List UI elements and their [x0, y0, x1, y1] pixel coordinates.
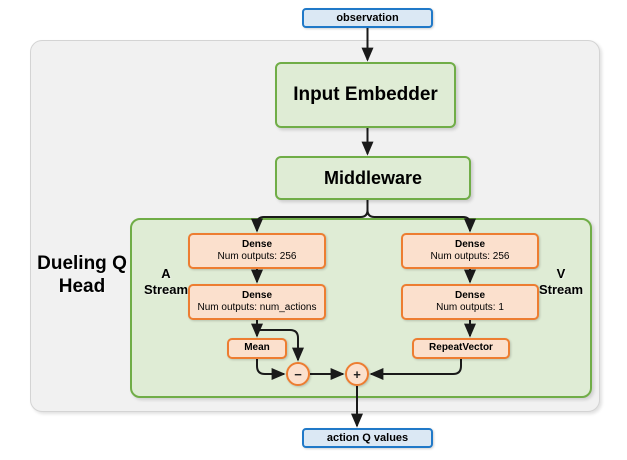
- node-observation[interactable]: observation: [302, 8, 433, 28]
- node-action-q-values-label: action Q values: [326, 432, 409, 444]
- subtract-operator-symbol: −: [294, 366, 302, 382]
- node-input-embedder-label: Input Embedder: [293, 84, 438, 105]
- node-a-stream-dense-2-title: Dense: [241, 289, 272, 301]
- node-mean-label: Mean: [244, 342, 270, 354]
- dueling-q-head-label-line1: Dueling Q: [37, 253, 127, 274]
- node-a-stream-dense-1-sub: Num outputs: 256: [217, 251, 297, 262]
- node-repeat-vector-label: RepeatVector: [429, 342, 493, 354]
- node-repeat-vector[interactable]: RepeatVector: [412, 338, 510, 359]
- node-a-stream-dense-2-sub: Num outputs: num_actions: [197, 302, 317, 313]
- node-v-stream-dense-2-title: Dense: [454, 289, 485, 301]
- add-operator-icon[interactable]: +: [345, 362, 369, 386]
- node-a-stream-dense-1-title: Dense: [241, 238, 272, 250]
- v-stream-label: V Stream: [532, 266, 590, 298]
- node-v-stream-dense-1-title: Dense: [454, 238, 485, 250]
- node-middleware[interactable]: Middleware: [275, 156, 471, 200]
- node-v-stream-dense-1-sub: Num outputs: 256: [430, 251, 510, 262]
- node-a-stream-dense-2[interactable]: Dense Num outputs: num_actions: [188, 284, 326, 320]
- a-stream-label: A Stream: [141, 266, 191, 298]
- add-operator-symbol: +: [353, 366, 361, 382]
- node-middleware-label: Middleware: [323, 167, 423, 188]
- v-stream-label-line2: Stream: [538, 281, 584, 297]
- node-v-stream-dense-2[interactable]: Dense Num outputs: 1: [401, 284, 539, 320]
- node-v-stream-dense-1[interactable]: Dense Num outputs: 256: [401, 233, 539, 269]
- node-a-stream-dense-1[interactable]: Dense Num outputs: 256: [188, 233, 326, 269]
- node-input-embedder[interactable]: Input Embedder: [275, 62, 456, 128]
- node-observation-label: observation: [336, 12, 399, 24]
- node-mean[interactable]: Mean: [227, 338, 287, 359]
- a-stream-label-line1: A: [161, 266, 171, 281]
- node-v-stream-dense-2-sub: Num outputs: 1: [436, 302, 504, 313]
- a-stream-label-line2: Stream: [143, 281, 189, 297]
- v-stream-label-line1: V: [556, 266, 566, 281]
- dueling-q-head-label-line2: Head: [58, 276, 106, 298]
- subtract-operator-icon[interactable]: −: [286, 362, 310, 386]
- dueling-q-head-label: Dueling Q Head: [34, 252, 130, 298]
- node-action-q-values[interactable]: action Q values: [302, 428, 433, 448]
